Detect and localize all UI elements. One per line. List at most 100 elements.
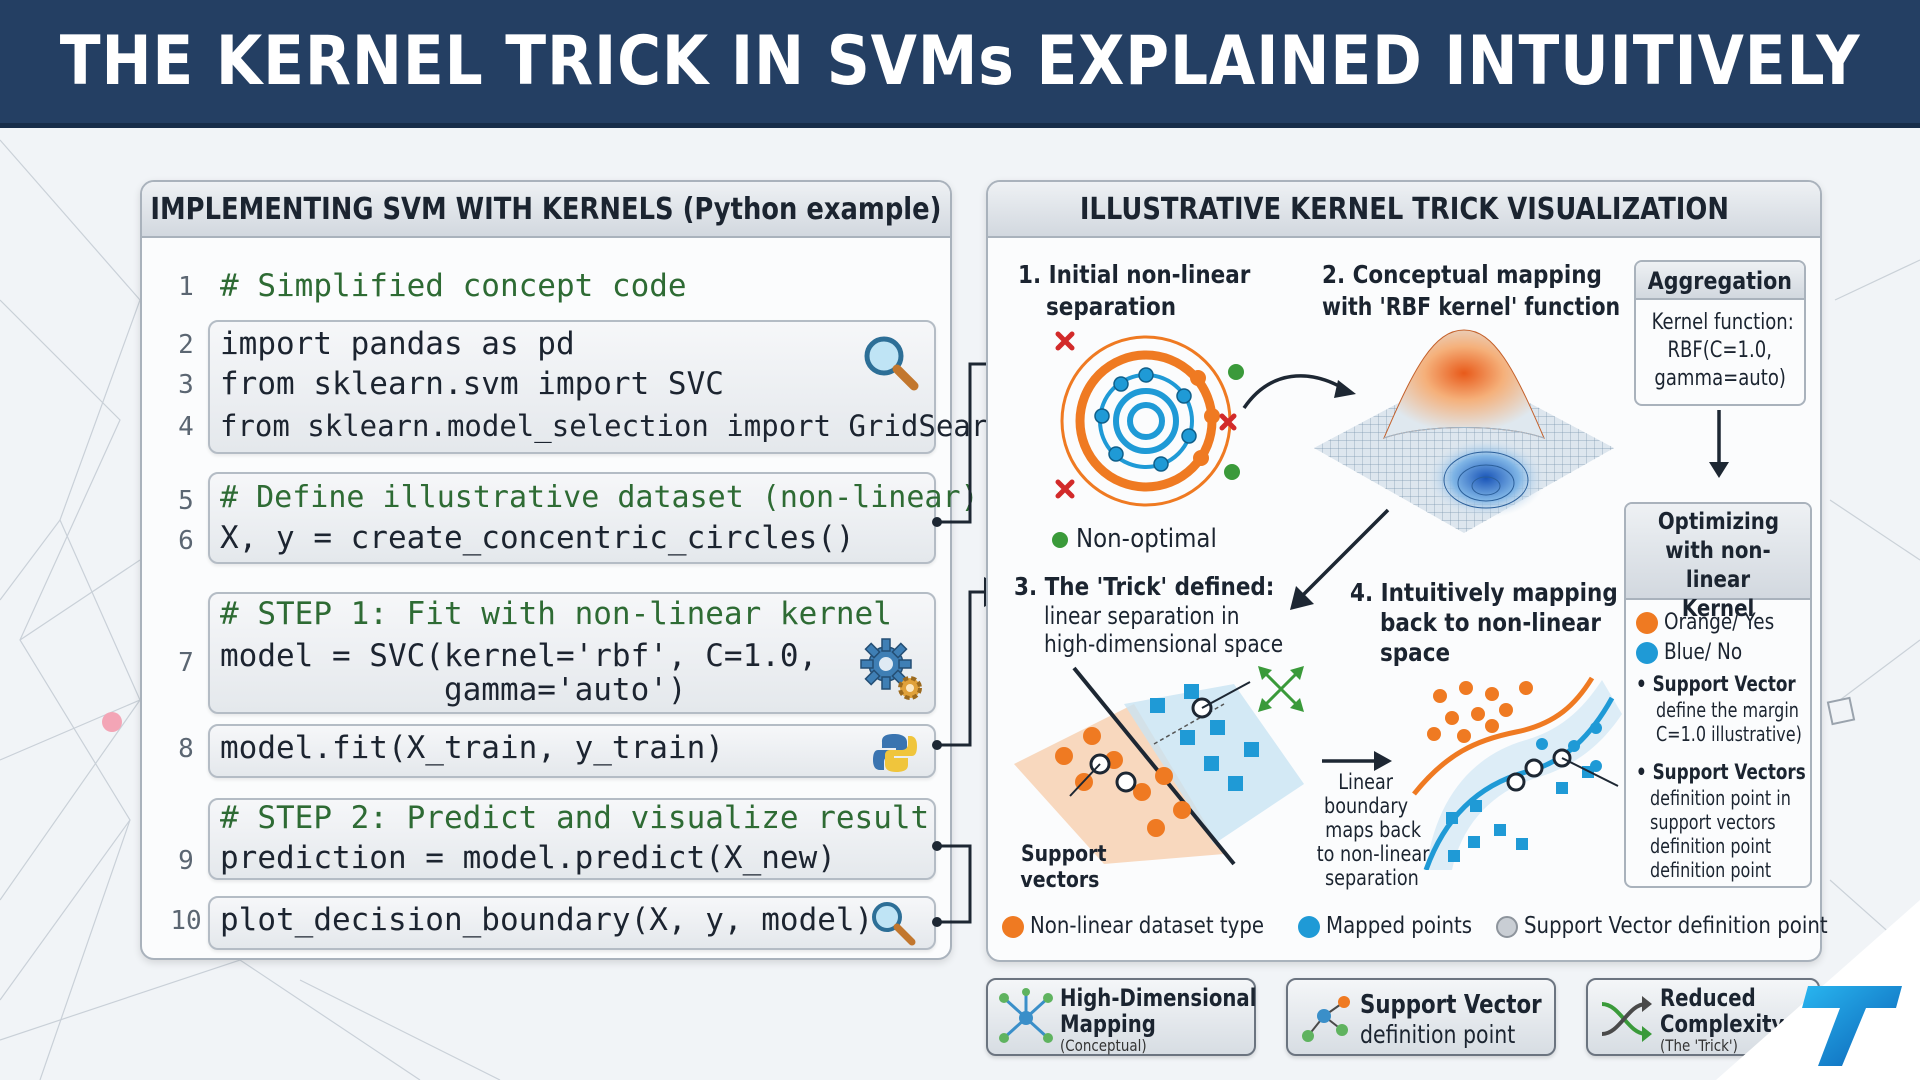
step1-title-line2: separation	[1046, 292, 1177, 321]
support-vector-text1: define the margin	[1656, 698, 1799, 722]
step4-title-line3: space	[1380, 638, 1451, 667]
magnifier-icon[interactable]	[868, 898, 918, 948]
aggregation-line1: Kernel function:	[1651, 310, 1794, 335]
code-block-plot[interactable]	[208, 896, 936, 950]
button3-subtitle: (The 'Trick')	[1660, 1036, 1738, 1055]
line-number: 4	[178, 412, 194, 442]
boundary-caption5: separation	[1324, 866, 1419, 890]
line-number: 10	[170, 906, 202, 936]
legend-orange-dot	[1002, 915, 1024, 938]
line-number: 8	[178, 734, 194, 764]
support-vector-button[interactable]: Support Vector definition point	[1286, 978, 1556, 1056]
optimizing-title-line2: with non-linear	[1665, 538, 1771, 593]
aggregation-line3: gamma=auto)	[1654, 366, 1786, 391]
support-vectors-text1: definition point in	[1650, 786, 1791, 810]
support-vectors-text2: support vectors	[1650, 810, 1776, 834]
code-panel-title: IMPLEMENTING SVM WITH KERNELS (Python ex…	[142, 182, 950, 238]
decor-square	[1826, 696, 1856, 726]
support-vector-heading: • Support Vector	[1636, 672, 1796, 696]
down-arrow	[1709, 410, 1729, 478]
network-icon	[999, 988, 1053, 1043]
step1-title: 1. Initial non-linear	[1018, 260, 1251, 289]
step3-text1: linear separation in	[1044, 602, 1240, 630]
button2-title: Support Vector	[1360, 990, 1542, 1020]
code-comment: # STEP 1: Fit with non-linear kernel	[220, 596, 892, 632]
step2-title: 2. Conceptual mapping	[1322, 260, 1602, 289]
reduced-complexity-button[interactable]: Reduced Complexity (The 'Trick')	[1586, 978, 1820, 1056]
high-dimensional-mapping-button[interactable]: High-Dimensional Mapping (Conceptual)	[986, 978, 1256, 1056]
code-line: from sklearn.svm import SVC	[220, 366, 724, 402]
legend-gray-dot	[1496, 915, 1519, 938]
support-vector-icon	[1302, 996, 1350, 1042]
line-number: 9	[178, 846, 194, 876]
code-line: plot_decision_boundary(X, y, model)	[220, 902, 874, 938]
code-line: model = SVC(kernel='rbf', C=1.0,	[220, 638, 818, 674]
non-optimal-dot	[1052, 532, 1068, 548]
gear-icon[interactable]	[858, 636, 928, 706]
code-line: X, y = create_concentric_circles()	[220, 520, 855, 556]
code-line: model.fit(X_train, y_train)	[220, 730, 724, 766]
optimizing-title-line3: Kernel	[1681, 596, 1755, 622]
aggregation-box: Aggregation Kernel function: RBF(C=1.0, …	[1634, 260, 1806, 406]
legend-mapped: Mapped points	[1326, 913, 1473, 939]
boundary-caption2: boundary	[1324, 794, 1409, 818]
legend-blue-dot	[1298, 915, 1321, 938]
step3-text2: high-dimensional space	[1044, 630, 1284, 658]
code-line: from sklearn.model_selection import Grid…	[220, 409, 1059, 443]
non-optimal-caption: Non-optimal	[1076, 524, 1217, 554]
concentric-circles-diagram	[1055, 331, 1244, 507]
legend-support-vector: Support Vector definition point	[1524, 913, 1828, 939]
line-number: 1	[178, 272, 194, 302]
nonlinear-boundary-diagram	[1412, 676, 1622, 870]
python-icon[interactable]	[872, 732, 918, 774]
line-number: 6	[178, 526, 194, 556]
boundary-caption1: Linear	[1338, 770, 1394, 794]
code-line: gamma='auto')	[220, 672, 687, 708]
title-banner: THE KERNEL TRICK IN SVMs EXPLAINED INTUI…	[0, 0, 1920, 128]
curved-arrow	[1242, 374, 1356, 409]
visualization-panel: ILLUSTRATIVE KERNEL TRICK VISUALIZATION …	[986, 180, 1828, 962]
orange-dot	[1636, 612, 1658, 634]
code-block-imports[interactable]	[208, 320, 936, 454]
decor-dot	[102, 712, 122, 732]
code-comment: # Define illustrative dataset (non-linea…	[220, 480, 979, 515]
legend-blue: Blue/ No	[1664, 640, 1743, 665]
code-block-dataset[interactable]	[208, 472, 936, 564]
rbf-surface-diagram	[1314, 329, 1614, 533]
code-block-fit[interactable]	[208, 592, 936, 714]
legend-nonlinear: Non-linear dataset type	[1030, 913, 1265, 939]
support-vectors-label-line2: vectors	[1020, 868, 1100, 893]
line-number: 5	[178, 486, 194, 516]
step3-title: 3. The 'Trick' defined:	[1014, 572, 1275, 601]
right-arrow	[1322, 751, 1392, 771]
button1-subtitle: (Conceptual)	[1060, 1036, 1147, 1055]
boundary-caption4: to non-linear	[1316, 842, 1430, 866]
button3-title-line2: Complexity	[1660, 1010, 1785, 1038]
optimizing-box: Optimizing with non-linear Kernel Orange…	[1624, 502, 1812, 888]
button1-title: High-Dimensional	[1060, 984, 1257, 1012]
code-comment: # STEP 2: Predict and visualize result	[220, 800, 930, 836]
line-number: 2	[178, 330, 194, 360]
code-comment: # Simplified concept code	[220, 268, 687, 304]
support-vectors-label: Support	[1020, 842, 1107, 867]
linear-separation-diagram	[1014, 666, 1304, 866]
code-panel: IMPLEMENTING SVM WITH KERNELS (Python ex…	[140, 180, 1058, 960]
code-block-train[interactable]	[208, 724, 936, 778]
button3-title: Reduced	[1660, 984, 1756, 1012]
support-vector-text2: C=1.0 illustrative)	[1656, 722, 1802, 746]
legend-orange: Orange/ Yes	[1664, 610, 1775, 635]
code-line: prediction = model.predict(X_new)	[220, 840, 836, 876]
line-number: 3	[178, 370, 194, 400]
optimizing-title: Optimizing	[1657, 509, 1779, 535]
magnifier-icon[interactable]	[860, 332, 922, 394]
code-block-predict[interactable]	[208, 798, 936, 880]
page-title: THE KERNEL TRICK IN SVMs EXPLAINED INTUI…	[59, 22, 1861, 101]
shuffle-icon	[1601, 996, 1652, 1042]
step4-title: 4. Intuitively mapping	[1350, 578, 1618, 607]
support-vectors-text4: definition point	[1650, 858, 1772, 882]
diagonal-arrow	[1290, 508, 1390, 610]
corner-logo	[1716, 900, 1920, 1080]
code-line: import pandas as pd	[220, 326, 575, 362]
step4-title-line2: back to non-linear	[1380, 608, 1602, 637]
